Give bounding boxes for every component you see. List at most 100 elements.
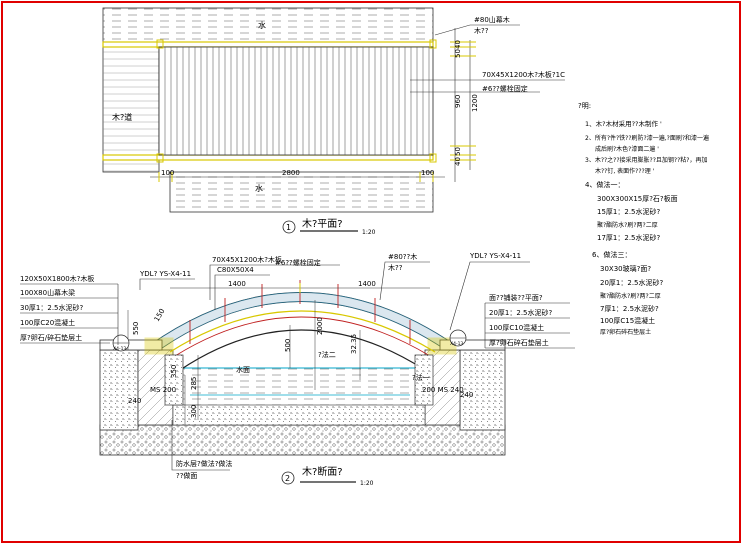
- section-title: 木?断面?: [302, 465, 343, 478]
- plan-leader: [434, 24, 520, 36]
- note-4a: 300X300X15厚?石?板面: [597, 194, 678, 203]
- section-note-c: C80X50X4: [217, 266, 254, 274]
- section-channel-bottom: [172, 404, 426, 426]
- plan-fix-note: #6??螺栓固定: [482, 84, 528, 93]
- section-dim-350: 350: [170, 365, 178, 378]
- section-arch-beam: [169, 310, 436, 353]
- note-4: 4、做法一：: [585, 180, 624, 189]
- section-left-note-5: 厚?卵石/碎石垫层土: [20, 333, 82, 342]
- section-bottom-note-1: 防水层?做法?做法: [176, 459, 232, 468]
- notes-heading: ?明:: [578, 102, 591, 110]
- section-title-num: 2: [285, 474, 290, 483]
- plan-dim-50: 50: [454, 49, 462, 58]
- section-dim-1400r: 1400: [358, 280, 376, 288]
- section-water-label: 水面: [236, 365, 250, 374]
- note-4b: 15厚1：2.5水泥砂?: [597, 207, 660, 216]
- section-leader: [171, 420, 230, 471]
- section-ms-left: MS 200: [150, 386, 176, 394]
- plan-post: [156, 153, 164, 163]
- section-right-note-1: 面??铺装??平面?: [489, 293, 543, 302]
- plan-dim-50b: 50: [454, 147, 462, 156]
- section-left-leaders: [20, 283, 119, 345]
- notes-panel: ?明: 1、木?木材采用??木制作 ' 2、所有?件?铁??刷防?漆一遍,?面刷…: [578, 102, 709, 336]
- note-1: 1、木?木材采用??木制作 ': [585, 119, 662, 128]
- section-dim-3235: 32.35: [350, 334, 358, 354]
- section-arch-deck: [149, 292, 456, 349]
- section-note-fix: #6??螺栓固定: [275, 258, 321, 267]
- section-ms-right: 200 MS 240: [422, 386, 464, 394]
- plan-dim-1200: 1200: [471, 94, 479, 112]
- section-bottom-note-2: ??做面: [176, 471, 197, 480]
- plan-dim-960: 960: [454, 95, 462, 108]
- section-note-beam: #80??木: [388, 252, 417, 261]
- section-dim-2000: 2000: [316, 317, 324, 335]
- note-6e: 100厚C15混凝土: [600, 316, 655, 325]
- plan-scale: 1:20: [362, 229, 376, 236]
- section-detail-ref-right-text: X4-13: [450, 341, 463, 347]
- note-6c: 聚?酯防水?刷?两?二厚: [600, 292, 661, 300]
- section-dim-240l: 240: [128, 397, 141, 405]
- section-left-note-2: 100X80山幕木梁: [20, 288, 75, 297]
- section-detail-ref-left-text: X4-13: [113, 346, 126, 352]
- note-3b: 木??钉, 表面作???理 ': [595, 167, 655, 175]
- section-arch-beam-red: [174, 316, 431, 357]
- section-right-note-2: 20厚1：2.5水泥砂?: [489, 308, 552, 317]
- note-6b: 20厚1：2.5水泥砂?: [600, 278, 663, 287]
- section-note-deck: 70X45X1200木?木板: [212, 255, 282, 264]
- section-dim-285: 285: [190, 377, 198, 390]
- plan-dim-2800: 2800: [282, 169, 300, 177]
- plan-deck: [158, 46, 434, 156]
- section-arch-underside: [179, 329, 426, 371]
- plan-dim-100r: 100: [421, 169, 434, 177]
- plan-post: [429, 153, 437, 163]
- section-cap-left: [144, 337, 174, 355]
- section-leader: [449, 261, 530, 331]
- plan-beam-note2: 木??: [474, 26, 489, 35]
- plan-post: [156, 39, 164, 49]
- plan-water-top-label: 水: [258, 20, 266, 30]
- section-leader: [209, 264, 340, 300]
- section-concrete-left: [99, 349, 139, 431]
- section-dim-240r: 240: [460, 391, 473, 399]
- plan-view: 水 水 木?道 40 50 960 1200 50 40: [102, 7, 565, 236]
- section-left-note-4: 100厚C20混凝土: [20, 318, 75, 327]
- plan-beam-note: #80山幕木: [474, 15, 510, 24]
- plan-left-boardwalk: [102, 41, 160, 173]
- plan-title-circle: [282, 220, 296, 234]
- note-6d: 7厚1：2.5水泥砂?: [600, 304, 659, 313]
- plan-post: [429, 39, 437, 49]
- note-6a: 30X30玻璃?面?: [600, 264, 651, 273]
- section-dim-150: 150: [153, 307, 167, 323]
- section-right-leaders: [484, 302, 575, 349]
- section-title-circle: [281, 471, 295, 485]
- plan-dim-40: 40: [454, 40, 462, 49]
- section-abutment-right: [414, 354, 434, 406]
- section-leader: [214, 274, 270, 310]
- section-dim-500: 500: [284, 339, 292, 352]
- section-abutment-left: [164, 354, 184, 406]
- section-detail-left: ?法二: [318, 350, 336, 359]
- section-concrete-right: [459, 349, 506, 431]
- section-leader: [139, 278, 195, 290]
- section-right-note-3: 100厚C10混凝土: [489, 323, 544, 332]
- plan-water-bottom: [169, 171, 434, 213]
- section-right-note-4: 厚?卵石碎石垫层土: [489, 338, 549, 347]
- section-ydl-left: YDL? YS-X4-11: [139, 270, 191, 278]
- section-note-beam2: 木??: [388, 263, 403, 272]
- section-left-note-1: 120X50X1800木?木板: [20, 274, 94, 283]
- note-2b: 成后刷?木色?漆面二遍 ': [595, 145, 659, 153]
- plan-beam-top: [102, 41, 434, 48]
- plan-title-num: 1: [286, 223, 291, 232]
- plan-dim-40b: 40: [454, 157, 462, 166]
- plan-left-label: 木?道: [112, 112, 132, 122]
- plan-dim-100l: 100: [161, 169, 174, 177]
- section-scale: 1:20: [360, 480, 374, 487]
- plan-water-bottom-label: 水: [255, 183, 263, 193]
- note-3a: 3、木??之??接采用膨胀??且加钢??粘?，再加: [585, 156, 707, 164]
- plan-beam-bottom: [102, 154, 434, 161]
- plan-deck-note: 70X45X1200木?木板?1C: [482, 70, 565, 79]
- section-leader: [379, 261, 430, 301]
- note-6: 6、做法三：: [592, 250, 631, 259]
- section-dim-550: 550: [132, 322, 140, 335]
